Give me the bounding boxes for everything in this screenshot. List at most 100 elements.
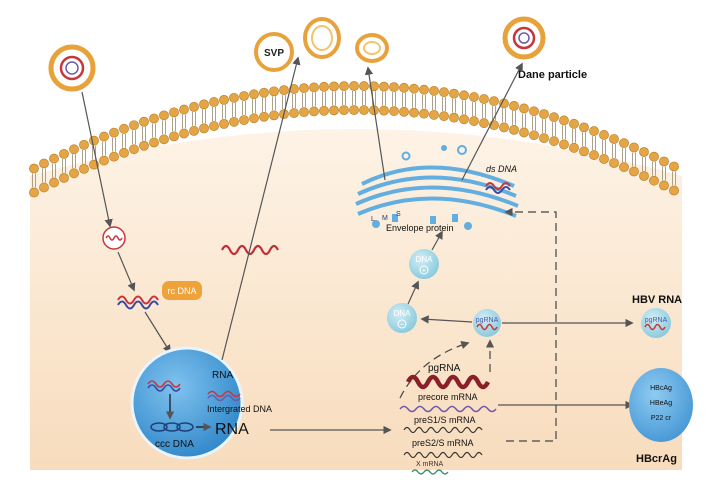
lipid-head [439, 87, 449, 98]
lipid-head [249, 113, 259, 124]
lipid-head [139, 140, 149, 151]
lipid-head [439, 111, 449, 122]
lipid-head [459, 114, 469, 125]
lipid-head [229, 92, 239, 103]
rcdna-to-nucleus-arrow [144, 311, 171, 354]
incoming-virion [48, 44, 96, 92]
pres2-mrna-label: preS2/S mRNA [412, 438, 474, 448]
lipid-head [199, 123, 209, 134]
lipid-head [399, 82, 409, 93]
lipid-head [349, 105, 359, 115]
pgrna-to-dnaminus-arrow [420, 315, 473, 324]
lipid-head [79, 139, 89, 150]
lipid-head [639, 171, 649, 181]
lipid-head [149, 137, 159, 148]
lipid-tail [512, 110, 516, 125]
lipid-tail [622, 148, 626, 163]
x-mrna-strand [411, 469, 449, 475]
lipid-head [529, 106, 539, 117]
lipid-head [249, 89, 259, 100]
lipid-head [289, 108, 299, 118]
lipid-tail [492, 106, 496, 121]
lipid-head [609, 158, 619, 168]
lipid-tail [392, 92, 396, 107]
pgrna-label: pgRNA [428, 363, 461, 374]
lipid-head [579, 122, 589, 133]
lipid-tail [672, 171, 676, 186]
lipid-head [409, 83, 419, 94]
lipid-tail [112, 137, 116, 152]
minus-sign: − [400, 320, 405, 329]
lipid-head [559, 115, 569, 126]
lipid-tail [242, 100, 246, 115]
lipid-head [199, 99, 209, 110]
lipid-head [119, 147, 129, 158]
lipid-tail [182, 114, 186, 129]
envelope-protein-label: Envelope protein [386, 223, 454, 233]
lipid-head [419, 84, 429, 95]
lipid-head [519, 103, 529, 114]
lipid-head [59, 172, 69, 183]
lipid-head [229, 116, 239, 127]
lipid-head [69, 168, 79, 179]
pgrna-capsid: pgRNA [473, 309, 501, 337]
lipid-head [129, 120, 139, 131]
lipid-tail [172, 117, 176, 132]
lipid-tail [382, 91, 386, 106]
lipid-tail [562, 125, 566, 140]
dane-particle-label: Dane particle [518, 69, 587, 81]
lipid-head [419, 108, 429, 119]
lipid-head [259, 87, 269, 98]
lipid-head [479, 118, 489, 128]
transcripts-to-pgrna-dashed [399, 340, 470, 399]
lipid-head [429, 85, 439, 96]
lipid-tail [602, 139, 606, 154]
lipid-head [209, 121, 219, 131]
lipid-tail [402, 92, 406, 107]
lipid-head [499, 98, 509, 109]
lipid-tail [52, 163, 56, 178]
lipid-tail [422, 94, 426, 109]
lipid-tail [152, 123, 156, 138]
golgi-m-label: M [382, 215, 388, 222]
lipid-head [469, 116, 479, 126]
lipid-tail [662, 166, 666, 181]
lipid-head [509, 100, 519, 111]
lipid-head [189, 101, 199, 112]
lipid-tail [342, 91, 346, 106]
lipid-tail [432, 95, 436, 110]
lipid-tail [122, 133, 126, 148]
mrna-to-er-dashed [504, 207, 557, 442]
lipid-head [629, 142, 639, 153]
lipid-tail [522, 113, 526, 128]
lipid-tail [482, 104, 486, 119]
lipid-head [29, 163, 39, 174]
lipid-tail [352, 91, 356, 106]
lipid-head [339, 81, 349, 92]
nucleus-rna-label: RNA [212, 370, 233, 381]
lipid-head [299, 107, 309, 118]
lipid-tail [572, 128, 576, 143]
dna-plus-label: DNA [416, 255, 434, 264]
cytoplasmic-rna [221, 244, 279, 256]
lipid-head [409, 107, 419, 118]
lipid-tail [442, 97, 446, 112]
lipid-tail [62, 158, 66, 173]
uncoated-capsid [102, 226, 126, 250]
lipid-head [189, 125, 199, 136]
golgi-l-label: L [371, 216, 375, 223]
lipid-tail [412, 93, 416, 108]
lipid-tail [222, 104, 226, 119]
lipid-head [659, 180, 669, 191]
lipid-head [99, 131, 109, 142]
lipid-tail [502, 108, 506, 123]
entry-arrow [81, 91, 113, 228]
lipid-head [479, 94, 489, 104]
dna-minus-ball: DNA − [387, 303, 417, 333]
lipid-head [669, 161, 679, 172]
pres1-mrna-label: preS1/S mRNA [414, 415, 476, 425]
lipid-head [239, 115, 249, 125]
lipid-tail [652, 161, 656, 176]
lipid-tail [532, 116, 536, 131]
lipid-tail [582, 132, 586, 147]
